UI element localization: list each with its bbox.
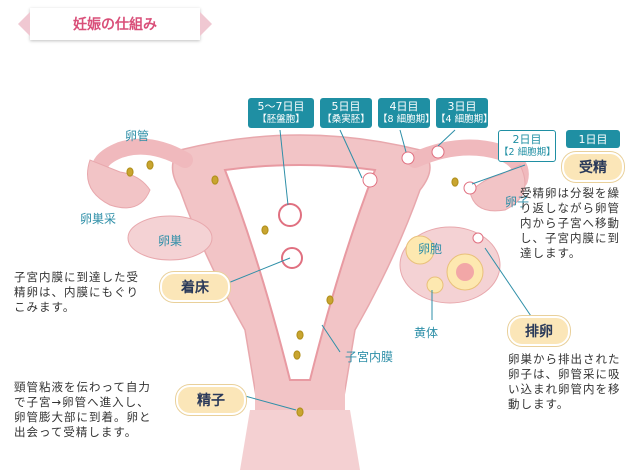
day-label: 4日目	[389, 100, 419, 113]
embryo	[362, 172, 378, 188]
stage-label: 【4 細胞期】	[436, 114, 493, 125]
day-box-1: 1日目	[566, 130, 620, 148]
stage-label: 【胚盤胞】	[257, 114, 305, 125]
event-ovulation: 排卵	[508, 316, 570, 346]
desc-line: 達します。	[520, 246, 582, 260]
desc-line: し、子宮内膜に到	[520, 231, 620, 245]
desc-line: 頸管粘液を伝わって自力	[14, 380, 151, 394]
left-fimbriae	[87, 159, 151, 209]
follicle-inner	[456, 263, 474, 281]
desc-line: 受精卵は分裂を繰	[520, 186, 620, 200]
event-fertilization: 受精	[562, 152, 624, 182]
follicle	[426, 276, 444, 294]
label-corpus-luteum: 黄体	[414, 326, 439, 340]
day-box-2: 2日目 【2 細胞期】	[498, 130, 556, 162]
stage-label: 【8 細胞期】	[378, 114, 435, 125]
sperm-group	[126, 160, 459, 417]
stage-label: 【2 細胞期】	[499, 147, 556, 158]
blastocyst	[278, 203, 302, 227]
blastocyst	[281, 247, 303, 269]
label-fallopian-tube: 卵管	[125, 129, 150, 143]
left-ovary	[127, 215, 213, 261]
ovum	[472, 232, 484, 244]
day-label: 2日目	[512, 133, 542, 146]
desc-line: り返しながら卵管	[520, 201, 620, 215]
day-box-4: 4日目 【8 細胞期】	[378, 98, 435, 128]
desc-line: 卵巣から排出された	[508, 352, 621, 366]
event-sperm: 精子	[176, 385, 246, 415]
day-box-5: 5日目 【桑実胚】	[320, 98, 372, 128]
title-banner: 妊娠の仕組み	[18, 8, 212, 40]
desc-ovulation: 卵巣から排出された 卵子は、卵管采に吸 い込まれ卵管内を移 動します。	[508, 352, 621, 412]
vagina	[240, 410, 360, 470]
desc-line: こみます。	[14, 300, 76, 314]
embryo	[463, 181, 477, 195]
day-label: 5日目	[331, 100, 361, 113]
label-fimbriae: 卵巣采	[80, 212, 117, 226]
desc-fertilization: 受精卵は分裂を繰 り返しながら卵管 内から子宮へ移動 し、子宮内膜に到 達します…	[520, 186, 620, 261]
desc-line: 卵子は、卵管采に吸	[508, 367, 621, 381]
label-ovum: 卵子	[505, 195, 530, 209]
desc-implantation: 子宮内膜に到達した受 精卵は、内膜にもぐり こみます。	[14, 270, 139, 315]
label-follicle: 卵胞	[418, 242, 443, 256]
page-title: 妊娠の仕組み	[73, 17, 157, 33]
label-ovary: 卵巣	[158, 234, 183, 248]
day-label: 1日目	[578, 132, 608, 146]
label-endometrium: 子宮内膜	[345, 350, 394, 364]
embryo	[401, 151, 415, 165]
follicle	[405, 235, 435, 265]
desc-line: 出会って受精します。	[14, 425, 138, 439]
desc-line: 動します。	[508, 397, 570, 411]
uterine-cavity	[223, 164, 377, 381]
desc-line: 子宮内膜に到達した受	[14, 270, 139, 284]
leader-lines	[227, 129, 536, 411]
day-box-5-7: 5〜7日目 【胚盤胞】	[248, 98, 314, 128]
desc-line: で子宮→卵管へ進入し、	[14, 395, 150, 409]
day-box-3: 3日目 【4 細胞期】	[436, 98, 493, 128]
right-fimbriae	[469, 164, 526, 212]
embryo	[431, 145, 445, 159]
desc-line: 精卵は、内膜にもぐり	[14, 285, 139, 299]
desc-line: い込まれ卵管内を移	[508, 382, 621, 396]
desc-sperm: 頸管粘液を伝わって自力 で子宮→卵管へ進入し、 卵管膨大部に到着。卵と 出会って…	[14, 380, 152, 440]
day-label: 5〜7日目	[257, 100, 305, 113]
desc-line: 内から子宮へ移動	[520, 216, 620, 230]
desc-line: 卵管膨大部に到着。卵と	[14, 410, 152, 424]
stage-label: 【桑実胚】	[322, 114, 370, 125]
day-label: 3日目	[447, 100, 477, 113]
event-implantation: 着床	[160, 272, 230, 302]
